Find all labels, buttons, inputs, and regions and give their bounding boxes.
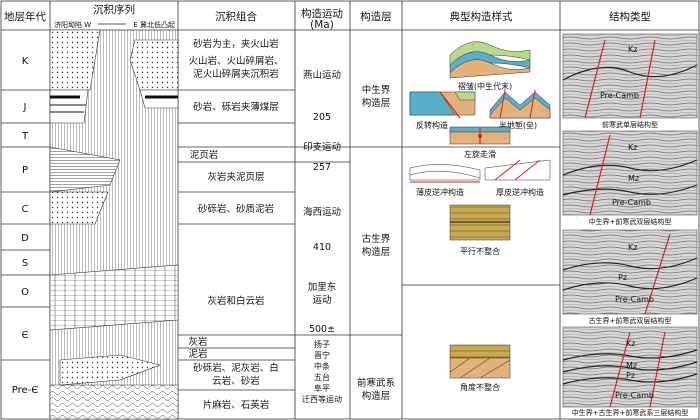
panel4-precamb: Pre-Camb (615, 391, 654, 400)
tectonic-caledonian-1: 加里东 (308, 281, 337, 293)
tectonic-hercynian: 海西运动 (303, 206, 341, 218)
assemblage-5: 灰岩夹泥页层 (207, 171, 264, 183)
period-labels: K J T P C D S O Є Pre-Є (12, 56, 39, 396)
header-sequence: 沉积序列 (93, 3, 135, 16)
style-thick-thrust: 厚皮逆冲构造 (496, 187, 544, 197)
structure-panels: Kz Pre-Camb 前寒武单层结构型 Kz Mz Pre-Camb 中生界+… (562, 33, 698, 417)
structure-panel-2: Kz Mz Pre-Camb 中生界+前寒武双层结构型 (562, 130, 698, 226)
tectonic-pc-3: 五台 (314, 372, 330, 382)
tectonic-pc-1: 晋宁 (314, 350, 330, 360)
assemblage-7: 灰岩和白云岩 (207, 295, 264, 307)
panel2-mz: Mz (628, 174, 639, 183)
tectonic-yanshan: 燕山运动 (303, 69, 341, 81)
structural-styles: 褶皱(中生代末) 反转构造 半地堑(垒) 左旋走滑 (409, 41, 551, 392)
structure-panel-1: Kz Pre-Camb 前寒武单层结构型 (562, 33, 698, 129)
assemblage-0: 砂岩为主，夹火山岩 (193, 38, 279, 50)
layer-paleozoic-2: 构造层 (362, 246, 391, 258)
style-strike-slip: 左旋走滑 (464, 149, 496, 159)
tectonic-pc-0: 扬子 (314, 339, 330, 349)
panel4-mz: Mz (626, 361, 637, 370)
layer-precambrian-2: 构造层 (362, 390, 391, 402)
panel1-precamb: Pre-Camb (600, 91, 639, 100)
period-j: J (23, 102, 27, 113)
tectonic-410: 410 (313, 242, 331, 253)
angular-unconformity-sketch (449, 344, 511, 379)
panel2-kz: Kz (628, 143, 637, 152)
header-structure: 结构类型 (609, 10, 651, 23)
panel3-precamb: Pre-Camb (615, 295, 654, 304)
assemblage-11: 云岩、砂岩 (212, 375, 260, 387)
period-cambrian: Є (22, 330, 29, 341)
style-parallel: 平行不整合 (460, 246, 500, 256)
header-style: 典型构造样式 (450, 10, 513, 23)
tectonic-pc-5: 迁西等运动 (302, 394, 342, 404)
period-p: P (22, 165, 28, 176)
tectonic-indosinian: 印支运动 (303, 141, 341, 153)
layer-paleozoic-1: 古生界 (362, 233, 391, 245)
period-k: K (22, 56, 29, 67)
panel3-pz: Pz (618, 273, 627, 282)
panel4-pz: Pz (626, 371, 635, 380)
assemblage-3: 砂岩、砾岩夹薄煤层 (193, 101, 279, 113)
period-c: C (22, 204, 29, 215)
tectonic-pc-2: 中条 (314, 361, 330, 371)
layer-mesozoic-2: 构造层 (362, 97, 391, 109)
period-s: S (22, 258, 28, 269)
style-reverse-fault: 反转构造 (416, 120, 448, 130)
panel2-caption: 中生界+前寒武双层结构型 (589, 217, 672, 226)
assemblage-2: 泥火山碎屑夹沉积岩 (193, 68, 279, 80)
tectonic-257: 257 (313, 162, 331, 173)
panel3-caption: 古生界+前寒武双层结构型 (589, 316, 672, 325)
assemblage-12: 片麻岩、石英岩 (203, 399, 270, 411)
header-layer: 构造层 (360, 10, 392, 23)
parallel-unconformity-sketch (449, 204, 511, 241)
assemblage-9: 泥岩 (188, 348, 207, 360)
header-sequence-w: 济阳坳陷 W (54, 20, 91, 29)
period-d: D (21, 233, 29, 244)
period-t: T (21, 131, 29, 142)
style-half-graben: 半地堑(垒) (499, 120, 537, 130)
header-assemblage: 沉积组合 (215, 10, 257, 23)
fold-sketch (449, 41, 531, 79)
thrust-sketch (409, 159, 551, 183)
layer-mesozoic-1: 中生界 (362, 84, 391, 96)
assemblage-list: 砂岩为主，夹火山岩 火山岩、火山碎屑岩、 泥火山碎屑夹沉积岩 砂岩、砾岩夹薄煤层… (188, 38, 283, 411)
assemblage-10: 砂砾岩、泥灰岩、白 (193, 362, 279, 374)
tectonic-pc-4: 阜平 (314, 383, 330, 393)
assemblage-6: 砂砾岩、砂质泥岩 (198, 203, 274, 215)
assemblage-8: 灰岩 (188, 336, 207, 348)
period-o: O (21, 287, 29, 298)
sedimentary-sequence (49, 29, 179, 420)
strike-slip-sketch (449, 126, 511, 145)
tectonic-205: 205 (313, 112, 331, 123)
panel4-kz: Kz (626, 339, 635, 348)
layer-precambrian-1: 前寒武系 (357, 377, 395, 389)
style-angular: 角度不整合 (460, 382, 500, 392)
half-graben-sketch (489, 89, 551, 119)
period-precambrian: Pre-Є (12, 385, 39, 396)
panel3-kz: Kz (628, 243, 637, 252)
panel1-caption: 前寒武单层结构型 (602, 120, 658, 129)
assemblage-4: 泥页岩 (190, 149, 219, 161)
structural-layer-column: 中生界 构造层 古生界 构造层 前寒武系 构造层 (357, 84, 395, 402)
panel2-precamb: Pre-Camb (612, 198, 651, 207)
panel1-kz: Kz (628, 45, 637, 54)
header-period: 地层年代 (4, 10, 46, 23)
header-tectonic-unit: (Ma) (310, 19, 334, 31)
panel4-caption: 中生界+古生界+前寒武系三层结构型 (572, 408, 689, 417)
reverse-fault-sketch (409, 91, 476, 119)
tectonic-500: 500± (309, 324, 335, 335)
header-tectonic: 构造运动 (301, 7, 343, 20)
assemblage-1: 火山岩、火山碎屑岩、 (188, 55, 283, 67)
structure-panel-3: Kz Pz Pre-Camb 古生界+前寒武双层结构型 (562, 229, 698, 325)
header-sequence-e: E 冀北低凸起 (133, 20, 175, 29)
tectonic-column: 燕山运动 205 印支运动 257 海西运动 410 加里东 运动 500± 扬… (302, 69, 342, 404)
tectonic-caledonian-2: 运动 (312, 295, 331, 306)
structure-panel-4: Kz Mz Pz Pre-Camb 中生界+古生界+前寒武系三层结构型 (562, 326, 698, 417)
style-thin-thrust: 薄皮逆冲构造 (416, 187, 464, 197)
style-fold: 褶皱(中生代末) (458, 81, 512, 91)
